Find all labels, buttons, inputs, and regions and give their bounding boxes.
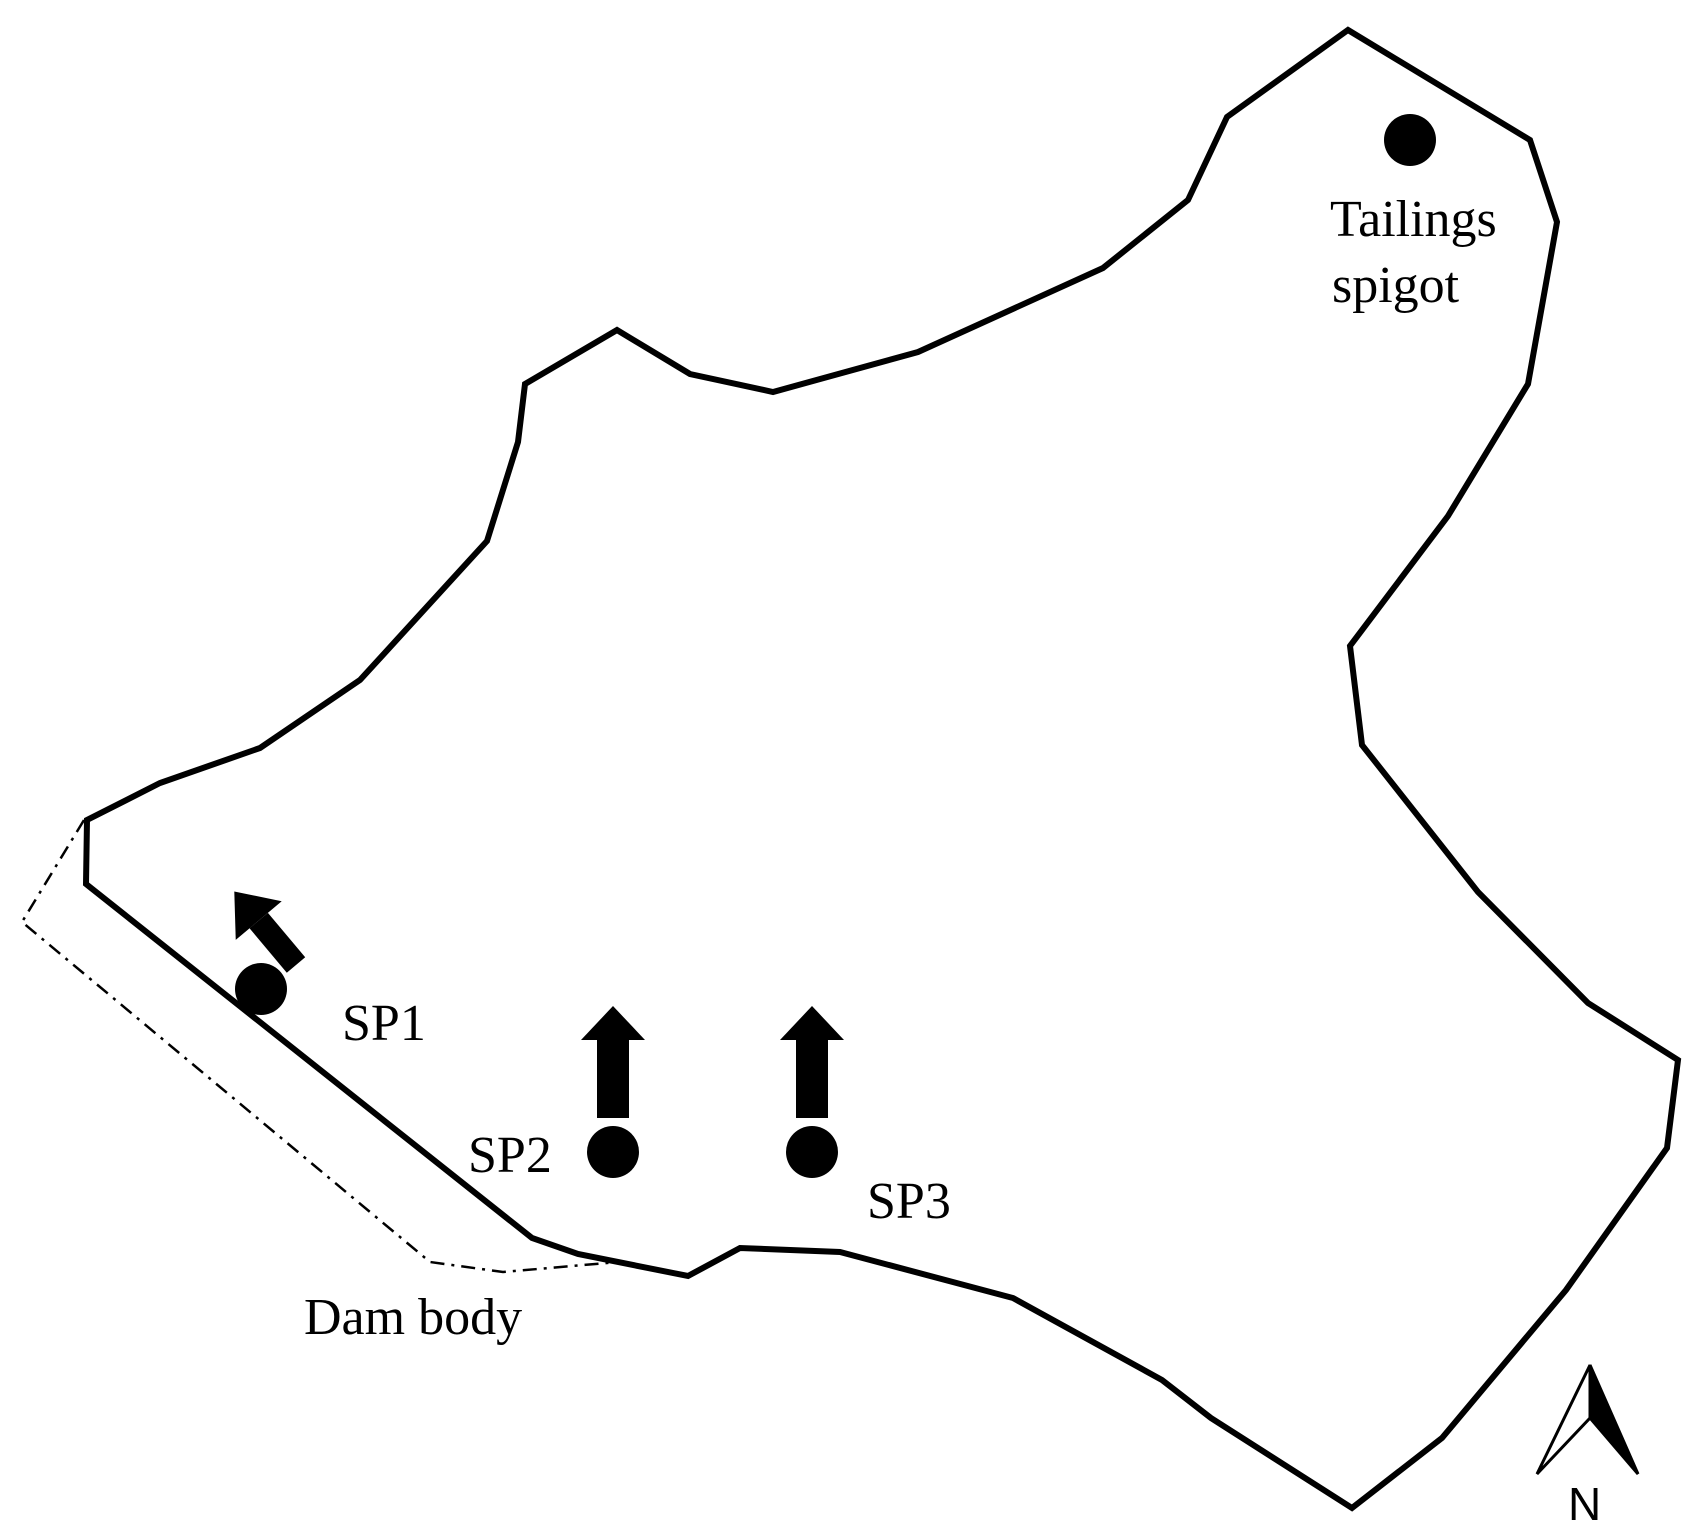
sp2-point xyxy=(587,1126,639,1178)
tailings-spigot-label-line2: spigot xyxy=(1332,257,1460,314)
tailings-spigot-label-line1: Tailings xyxy=(1330,191,1497,248)
sp3-arrow-icon xyxy=(780,1006,844,1118)
dam-body-label: Dam body xyxy=(304,1289,522,1346)
sp1-arrow-icon xyxy=(234,891,306,973)
sp3-label: SP3 xyxy=(867,1173,951,1230)
north-arrow-icon xyxy=(1535,1364,1640,1476)
sp2-arrow-icon xyxy=(581,1006,645,1118)
sp2-label: SP2 xyxy=(468,1127,552,1184)
tailings-spigot-point xyxy=(1384,114,1436,166)
sp1-label: SP1 xyxy=(342,995,426,1052)
sp1-point xyxy=(235,963,287,1015)
dam-body-outline xyxy=(20,819,619,1274)
sp3-point xyxy=(786,1126,838,1178)
north-label: N xyxy=(1568,1478,1601,1530)
pond-boundary xyxy=(82,26,1682,1512)
